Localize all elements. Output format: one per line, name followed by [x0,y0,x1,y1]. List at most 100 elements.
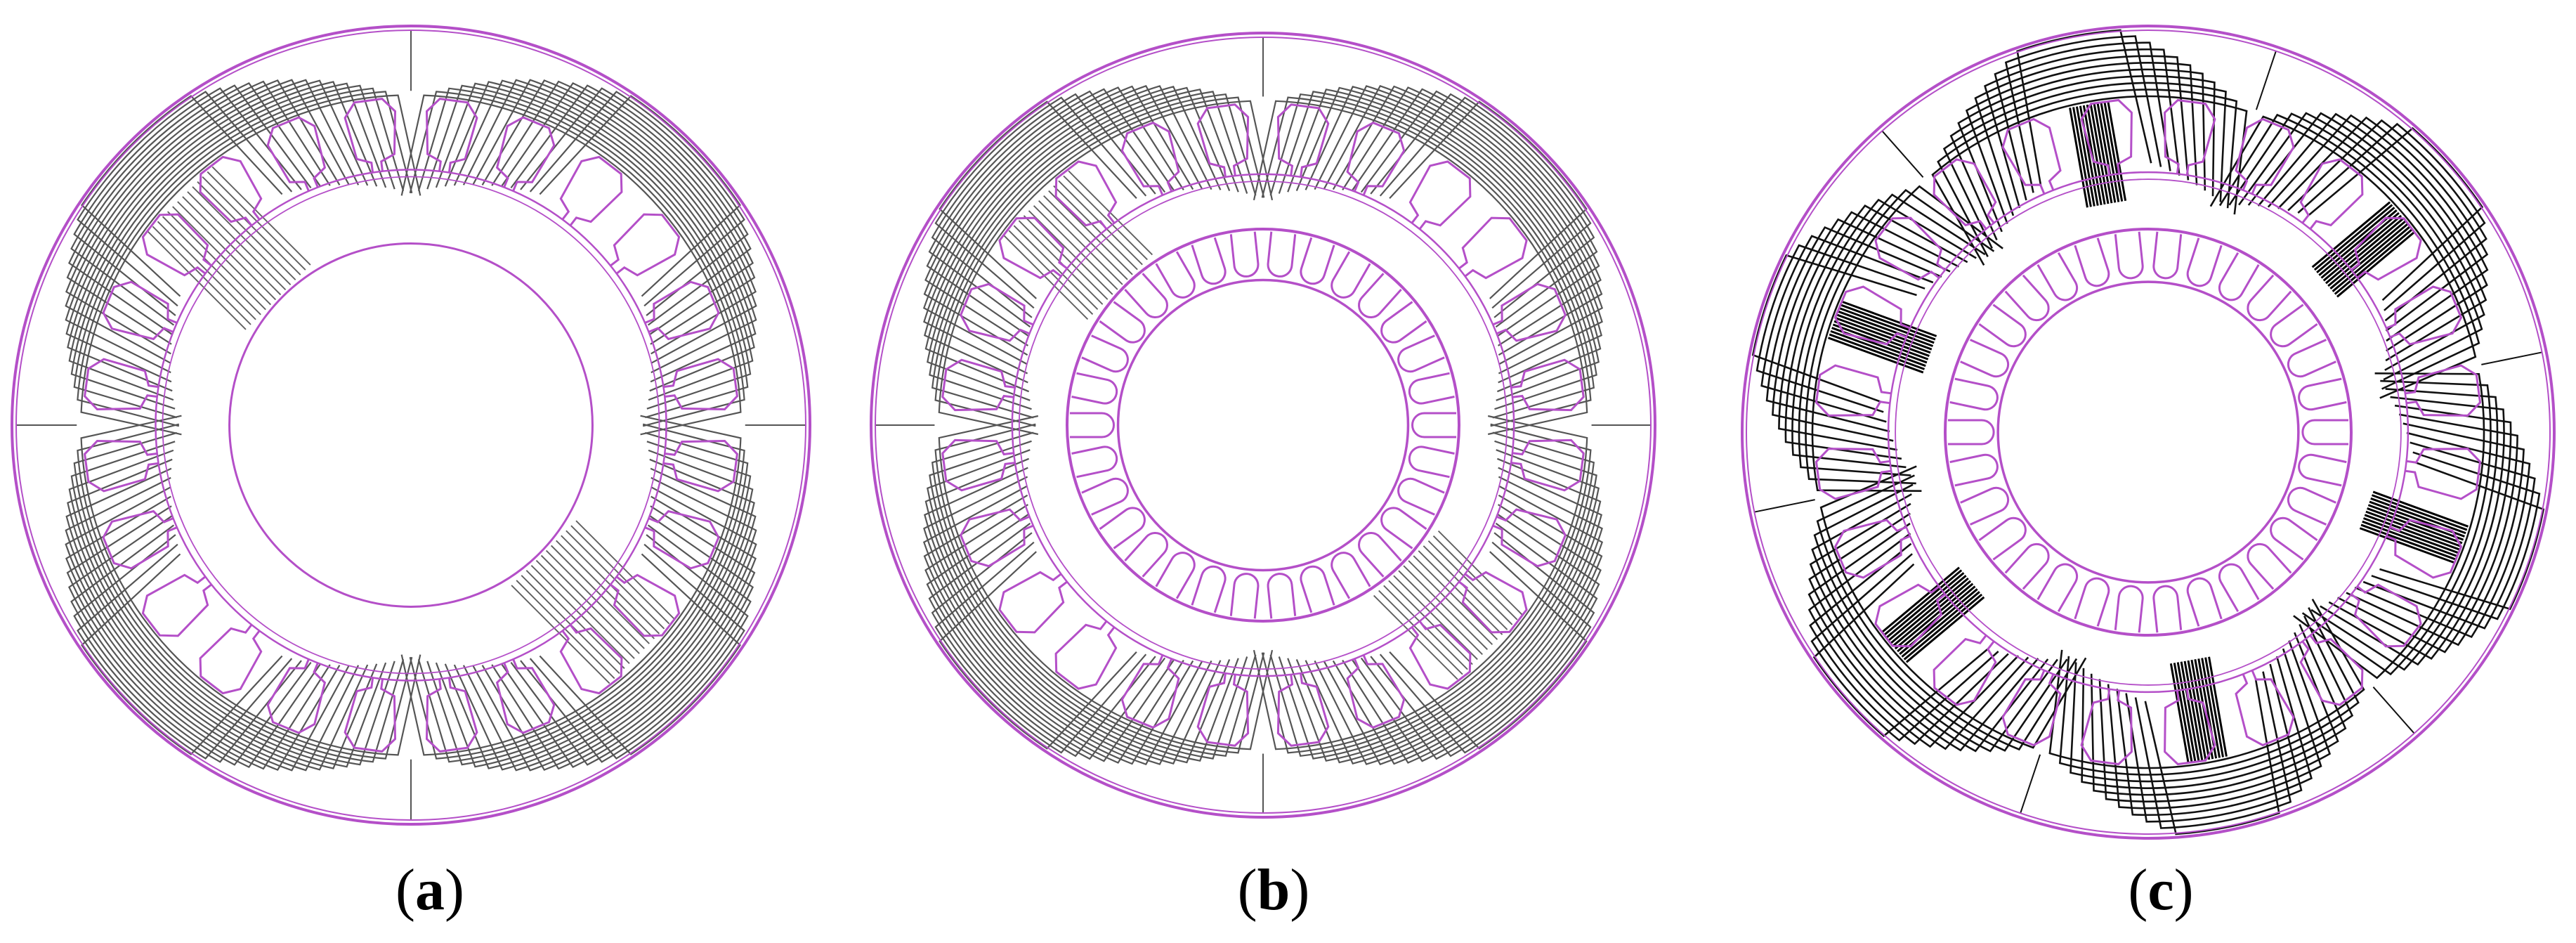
stator-slot [2351,216,2422,281]
flux-line [924,457,1231,764]
flux-line [1937,89,2238,258]
stator-slot [1833,285,1911,346]
tooth-flux-band [2327,220,2407,287]
tooth-flux-band [2072,107,2092,207]
flux-line [444,458,755,769]
stator-slot [2235,117,2295,195]
tooth-flux-band [2372,490,2469,528]
rotor-slot [1949,377,1999,411]
flux-line [939,100,1137,299]
air-gap-boundary [1895,178,2402,686]
flux-line [2125,663,2303,823]
panel-c-cross-section [1741,25,2556,840]
flux-line [929,91,1248,410]
flux-line [2257,112,2488,352]
flux-line [529,543,745,760]
flux-line [1253,415,1588,750]
stator-slot [998,571,1068,634]
flux-line [2362,441,2536,630]
rotor-slot [1155,552,1196,599]
rotor-slot [1408,446,1455,479]
panel-a-label: (a) [360,861,500,920]
flux-line [1261,423,1592,754]
radial-flux-line [535,560,635,659]
flux-line [1957,68,2206,233]
flux-line [2293,372,2485,679]
flux-line [2277,116,2489,332]
flux-line [1278,91,1597,410]
rotor-slot [1978,516,2027,561]
tooth-flux-band [2187,660,2207,761]
rotor-slot [1331,251,1371,299]
radial-flux-line [1437,530,1523,616]
flux-line [520,534,749,763]
radial-flux-line [1393,575,1478,661]
rotor-slot [1300,237,1335,285]
tooth-flux-band [2332,226,2411,292]
flux-line [491,80,756,345]
flux-line [923,85,1222,384]
flux-line [1809,542,2009,746]
rotor-slot [2074,238,2110,287]
rotor-slot [2186,577,2223,627]
stator-slot [941,358,1015,412]
stator-slot [266,658,327,734]
stator-slot [2386,285,2463,346]
flux-line [1332,494,1603,765]
stator-slot [2405,448,2482,500]
panel-c-label-open: ( [2128,857,2148,923]
tooth-flux-band [2362,520,2458,558]
panel-b-label-letter: b [1257,857,1290,923]
rotor-slot [1267,573,1297,619]
rotor-slot [2287,486,2336,526]
flux-line [2328,404,2512,660]
flux-line [491,505,756,770]
radial-flux-line [211,166,311,266]
flux-line [926,513,1175,762]
stator-slot [1196,673,1250,747]
rotor-slot [1397,477,1445,516]
rotor-slot [1071,446,1118,479]
radial-flux-line [546,549,645,649]
pole-boundary-line [1881,130,1924,178]
flux-line [77,91,413,427]
radial-flux-line [187,191,287,290]
flux-line [934,541,1147,754]
flux-line [924,504,1184,764]
rotor-slot [1191,565,1227,613]
rotor-slot [2036,252,2079,301]
tooth-flux-band [2208,656,2228,757]
rotor-slot [2298,453,2347,487]
rotor-slot [1331,552,1371,599]
rotor-slot [2218,563,2260,613]
stator-slot [1054,160,1118,230]
radial-flux-line [570,525,670,625]
stator-slot [2164,98,2216,176]
stator-slot [610,573,681,637]
flux-line [1389,551,1588,750]
tooth-flux-band [2334,228,2414,295]
flux-line [1811,493,2058,753]
flux-line [500,82,754,336]
flux-line [1314,85,1603,375]
stator-slot [102,280,178,341]
radial-flux-line [575,520,675,620]
flux-line [1798,193,1986,476]
stator-slot [1492,508,1567,568]
rotor-slot [1358,531,1402,578]
rotor-outer-boundary [1944,228,2353,637]
rotor-slot [2152,231,2183,280]
flux-line [400,415,742,756]
flux-lines-panel-b [875,37,1652,814]
radial-flux-line [1413,555,1498,640]
rotor-slot [2074,577,2110,627]
stator-slot [1346,654,1406,729]
flux-line [2320,396,2505,666]
tooth-flux-band [1881,566,1960,634]
stator-slot [2235,670,2295,747]
flux-line [70,84,395,410]
tooth-flux-band [1885,572,1965,639]
rotor-outer-boundary [228,242,594,608]
flux-line [77,543,293,760]
stator-slot [644,280,720,341]
